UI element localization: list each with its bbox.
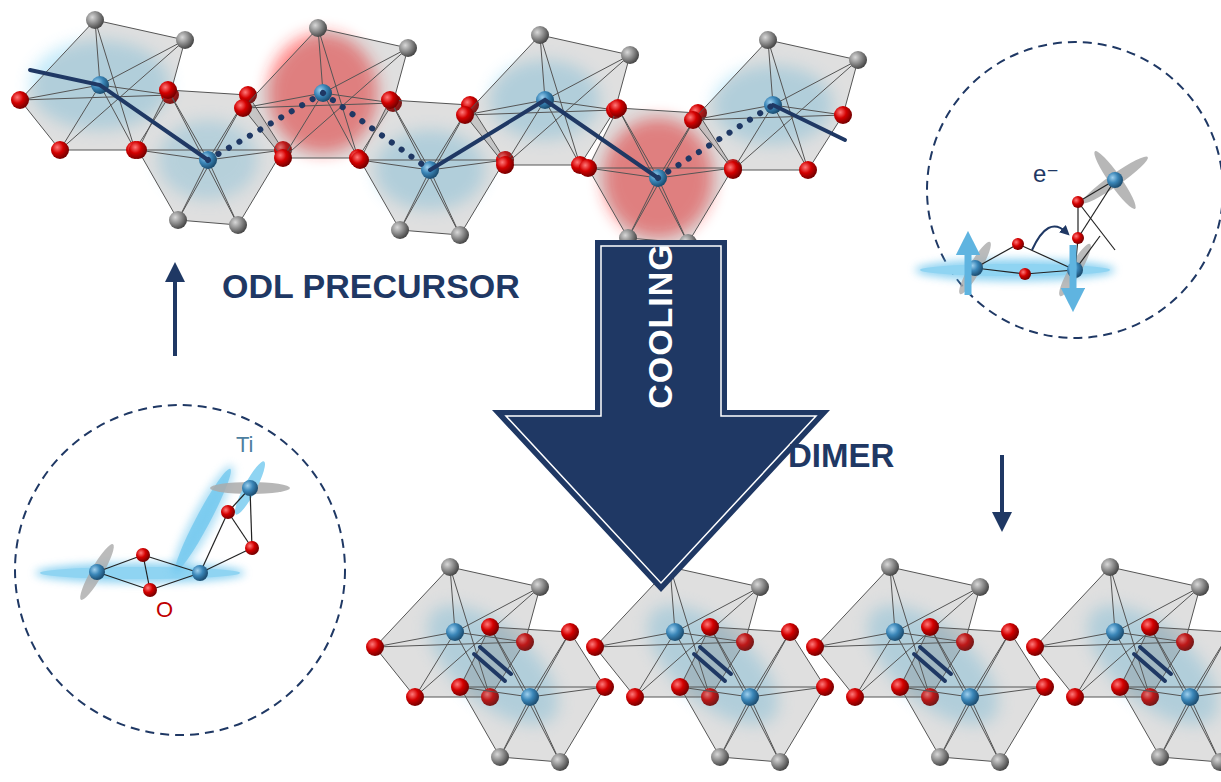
process-label: DIMER	[788, 437, 894, 475]
process-label: ODL PRECURSOR	[222, 262, 522, 311]
cooling-arrow: COOLING	[490, 238, 832, 594]
atom-label: O	[156, 597, 173, 623]
atom-label: Ti	[236, 432, 254, 458]
electron-label: e⁻	[1033, 160, 1059, 188]
arrow-label: COOLING	[641, 243, 680, 408]
